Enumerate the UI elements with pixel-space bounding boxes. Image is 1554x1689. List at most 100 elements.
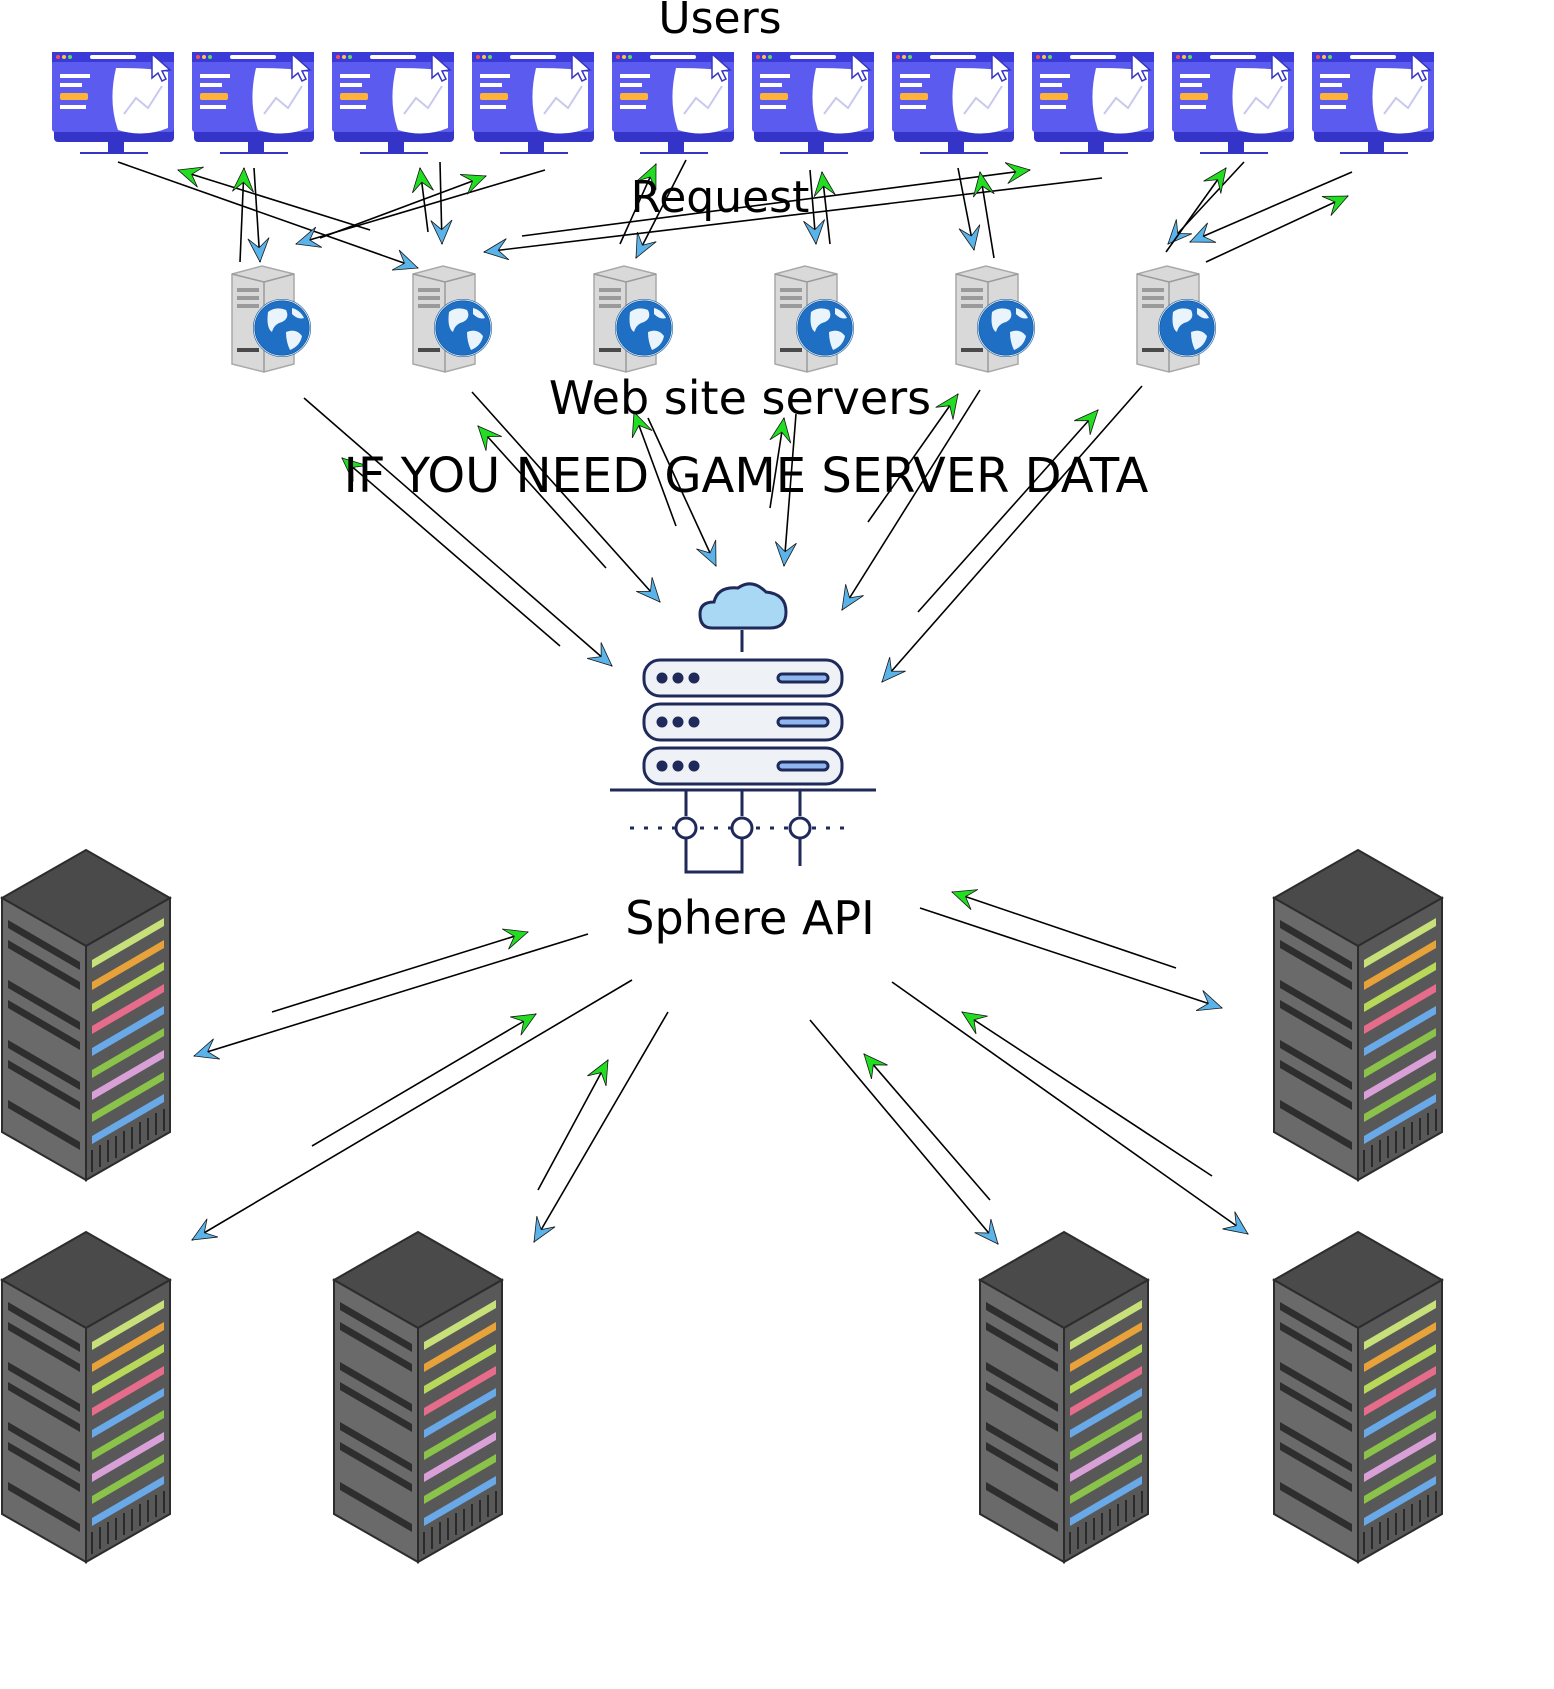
user-monitor-icon: [611, 51, 735, 155]
request-arrowhead: [958, 224, 981, 251]
server-rack-icon: [1, 1231, 171, 1563]
connection-line: [341, 457, 561, 647]
request-arrowhead: [881, 657, 906, 683]
connection-line: [841, 389, 981, 611]
connection-line: [881, 385, 1143, 683]
response-arrowhead: [1321, 195, 1349, 216]
connection-line: [193, 933, 589, 1057]
response-arrowhead: [232, 167, 254, 193]
response-arrowhead: [1074, 409, 1099, 435]
request-arrowhead: [974, 1218, 999, 1245]
game-server-racks: [1, 849, 1443, 1563]
request-arrowhead: [1189, 222, 1217, 243]
request-arrowhead: [1167, 219, 1193, 245]
response-arrowhead: [510, 1013, 537, 1036]
request-arrowhead: [635, 231, 657, 259]
response-arrowhead: [341, 457, 368, 482]
request-arrowhead: [483, 238, 510, 261]
connection-line: [633, 411, 677, 527]
request-arrowhead: [430, 219, 453, 245]
response-arrowhead: [501, 928, 529, 950]
request-arrowhead: [1222, 1211, 1249, 1235]
server-rack-icon: [333, 1231, 503, 1563]
connection-line: [1205, 195, 1349, 263]
connection-line: [635, 159, 687, 259]
connection-line: [537, 1059, 609, 1191]
request-arrowhead: [587, 642, 613, 667]
response-arrowhead: [477, 425, 502, 451]
connection-line: [1189, 171, 1353, 243]
connection-line: [271, 931, 529, 1013]
response-arrowhead: [412, 167, 434, 194]
web-server-icon: [955, 265, 1035, 373]
request-arrowhead: [774, 541, 797, 567]
connection-line: [303, 397, 613, 667]
connection-line: [471, 391, 661, 603]
response-arrowhead: [631, 411, 653, 439]
response-arrowhead: [769, 417, 792, 444]
web-server-icon: [412, 265, 492, 373]
web-server-icon: [1136, 265, 1216, 373]
user-monitor-icon: [1311, 51, 1435, 155]
connection-line: [177, 169, 371, 231]
response-arrowhead: [177, 166, 205, 188]
response-arrowhead: [813, 171, 836, 198]
connection-line: [919, 907, 1223, 1009]
connection-line: [863, 1053, 991, 1201]
web-server-row: [231, 265, 1216, 373]
user-monitor-icon: [331, 51, 455, 155]
connection-line: [951, 891, 1177, 969]
connection-line: [319, 175, 487, 239]
response-arrowhead: [951, 889, 979, 910]
connection-line: [191, 979, 633, 1241]
connection-line: [477, 425, 607, 569]
server-rack-icon: [1, 849, 171, 1181]
request-arrowhead: [1195, 990, 1223, 1011]
connection-line: [867, 393, 959, 523]
request-label: Request: [631, 172, 810, 223]
connection-line: [917, 409, 1099, 613]
request-arrowhead: [696, 539, 717, 567]
response-arrowhead: [1004, 162, 1031, 184]
server-rack-icon: [1273, 849, 1443, 1181]
request-arrowhead: [841, 584, 864, 611]
user-monitor-icon: [1171, 51, 1295, 155]
user-monitor-icon: [191, 51, 315, 155]
connection-line: [647, 417, 717, 567]
sphere-api-icon: [610, 582, 876, 874]
request-arrowhead: [533, 1216, 556, 1243]
connection-line: [253, 167, 261, 263]
user-monitor-icon: [51, 51, 175, 155]
user-monitor-icon: [751, 51, 875, 155]
web-site-servers-label: Web site servers: [549, 371, 931, 425]
connection-line: [961, 1011, 1213, 1177]
connection-line: [239, 167, 245, 263]
user-monitor-icon: [1031, 51, 1155, 155]
server-rack-icon: [1273, 1231, 1443, 1563]
request-arrowhead: [803, 219, 826, 245]
connection-line: [891, 981, 1249, 1235]
connection-line: [809, 1019, 999, 1245]
connection-line: [483, 177, 1103, 253]
user-monitor-icon: [891, 51, 1015, 155]
web-server-icon: [774, 265, 854, 373]
request-arrowhead: [636, 577, 661, 603]
connection-arrows: [117, 159, 1353, 1245]
request-arrowhead: [391, 249, 419, 271]
request-arrowhead: [191, 1218, 218, 1241]
request-arrowhead: [295, 226, 322, 248]
response-arrowhead: [972, 171, 995, 198]
user-row: [51, 51, 1435, 155]
connection-line: [1167, 161, 1245, 245]
response-arrowhead: [961, 1011, 988, 1035]
sphere-api-label: Sphere API: [625, 891, 874, 945]
connection-line: [117, 161, 419, 269]
connection-line: [311, 1013, 537, 1147]
users-label: Users: [658, 0, 781, 44]
web-server-icon: [231, 265, 311, 373]
response-arrowhead: [459, 173, 487, 195]
connection-line: [783, 413, 797, 567]
server-rack-icon: [979, 1231, 1149, 1563]
connection-line: [769, 417, 785, 509]
